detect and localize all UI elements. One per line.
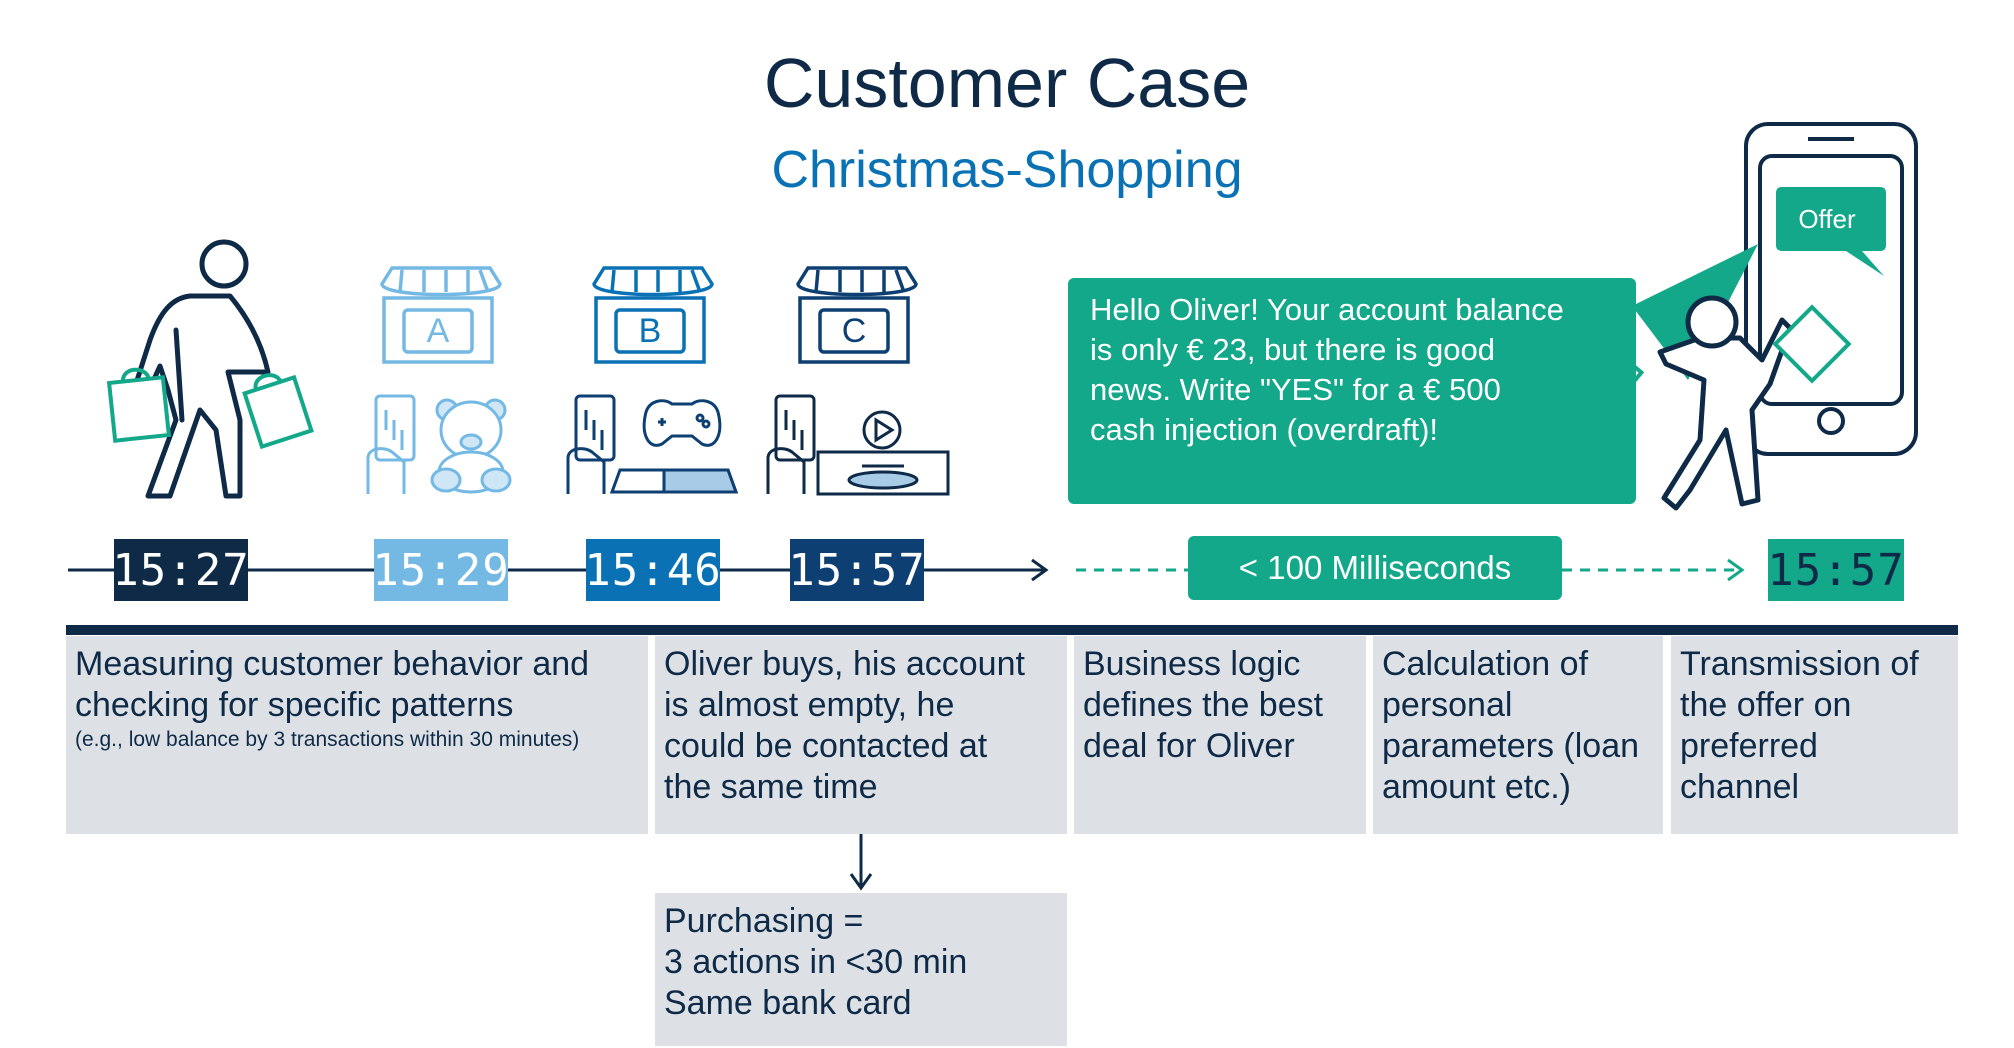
box-note: (e.g., low balance by 3 transactions wit…: [75, 728, 580, 751]
box-line: parameters (loan: [1382, 727, 1640, 765]
store-c-icon: [796, 266, 918, 364]
offer-label: Offer: [1798, 203, 1856, 234]
box-line: Purchasing =: [664, 902, 864, 940]
purchasing-pattern-box: Purchasing = 3 actions in <30 min Same b…: [655, 893, 1067, 1046]
box-line: is almost empty, he: [664, 686, 955, 724]
box-line: deal for Oliver: [1083, 727, 1295, 765]
box-line: channel: [1680, 768, 1800, 806]
store-b-icon: [592, 266, 714, 364]
box-line: amount etc.): [1382, 768, 1571, 806]
latency-arrowhead: [1727, 558, 1745, 582]
game-console-icon: [609, 399, 739, 494]
box-line: defines the best: [1083, 686, 1324, 724]
card-payment-icon: [366, 394, 416, 494]
page-subtitle: Christmas-Shopping: [771, 141, 1243, 199]
box-line: checking for specific patterns: [75, 686, 514, 724]
store-a-letter: A: [426, 311, 450, 350]
section-divider: [66, 625, 1958, 635]
offer-message-box: Hello Oliver! Your account balance is on…: [1068, 278, 1636, 504]
time-display: 15:29: [372, 539, 509, 601]
time-display: 15:27: [112, 539, 249, 601]
box-line: preferred: [1680, 727, 1818, 765]
walking-shopper-icon: [129, 239, 271, 499]
box-line: the same time: [664, 768, 878, 806]
message-line: news. Write "YES" for a € 500: [1090, 372, 1501, 407]
box-line: the offer on: [1680, 686, 1852, 724]
box-line: Business logic: [1083, 645, 1301, 683]
step-box-measuring: Measuring customer behavior and checking…: [66, 636, 648, 834]
latency-badge: < 100 Milliseconds: [1188, 536, 1562, 600]
offer-bubble-icon: [1776, 187, 1886, 276]
detail-arrowhead: [849, 873, 873, 891]
box-line: 3 actions in <30 min: [664, 943, 968, 981]
box-line: personal: [1382, 686, 1513, 724]
teddy-bear-icon: [430, 398, 512, 494]
store-a-icon: [380, 266, 502, 364]
page-title: Customer Case: [763, 44, 1251, 122]
timeline-arrowhead: [1031, 558, 1049, 582]
card-payment-icon: [566, 394, 616, 494]
box-line: Oliver buys, his account: [664, 645, 1025, 683]
store-b-letter: B: [638, 311, 662, 350]
box-line: Transmission of: [1680, 645, 1919, 683]
time-display-final: 15:57: [1767, 539, 1904, 601]
happy-customer-icon: [1657, 295, 1793, 511]
media-player-icon: [816, 410, 950, 496]
message-line: cash injection (overdraft)!: [1090, 412, 1439, 447]
box-line: Measuring customer behavior and: [75, 645, 590, 683]
time-display: 15:46: [584, 539, 721, 601]
step-box-calculation: Calculation of personal parameters (loan…: [1373, 636, 1663, 834]
box-line: Same bank card: [664, 984, 912, 1022]
card-payment-icon: [766, 394, 816, 494]
message-line: Hello Oliver! Your account balance: [1090, 292, 1564, 327]
step-box-business-logic: Business logic defines the best deal for…: [1074, 636, 1366, 834]
message-line: is only € 23, but there is good: [1090, 332, 1495, 367]
step-box-transmission: Transmission of the offer on preferred c…: [1671, 636, 1958, 834]
time-display: 15:57: [788, 539, 925, 601]
box-line: Calculation of: [1382, 645, 1589, 683]
step-box-purchase: Oliver buys, his account is almost empty…: [655, 636, 1067, 834]
store-c-letter: C: [841, 311, 867, 350]
box-line: could be contacted at: [664, 727, 988, 765]
shopping-bag-icon: [106, 367, 314, 450]
